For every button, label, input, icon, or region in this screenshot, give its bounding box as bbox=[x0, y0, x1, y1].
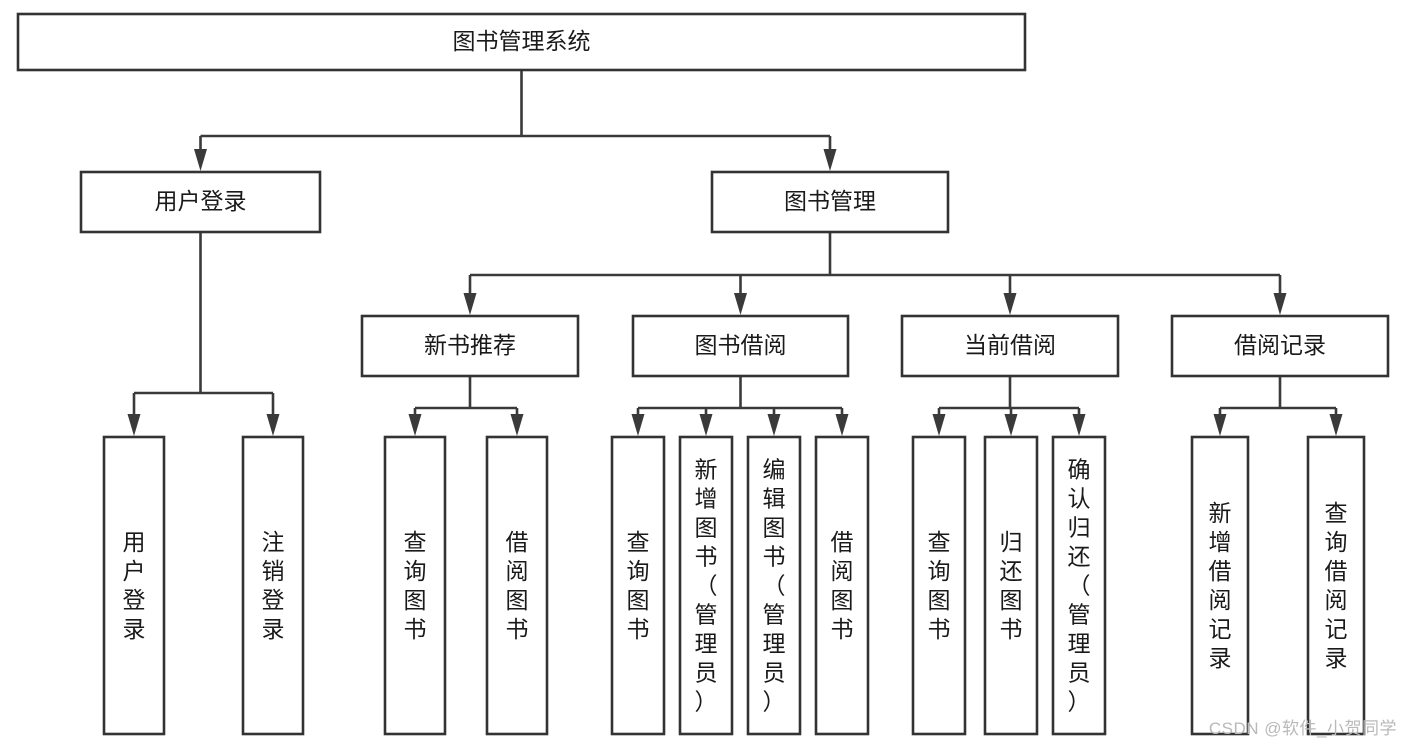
node-leaf-leaf-borrow-query-book[interactable]: 查询图书 bbox=[610, 435, 666, 736]
node-level2-new-book-recommend[interactable]: 新书推荐 bbox=[360, 314, 580, 378]
book-borrow-to-leaves-arrow-2 bbox=[767, 414, 781, 436]
node-leaf-leaf-logout-box bbox=[241, 435, 305, 736]
node-leaf-leaf-current-confirm-return[interactable]: 确认归还（管理员） bbox=[1051, 435, 1107, 736]
level1-to-level2-arrow-2 bbox=[1003, 293, 1017, 315]
node-leaf-leaf-current-query-book-label: 查询图书 bbox=[928, 529, 951, 642]
node-leaf-leaf-borrow-borrow-book-box bbox=[814, 435, 870, 736]
node-level2-borrow-record-label: 借阅记录 bbox=[1234, 332, 1326, 358]
node-leaf-leaf-recommend-query-book[interactable]: 查询图书 bbox=[383, 435, 447, 736]
node-leaf-leaf-record-query-label: 查询借阅记录 bbox=[1325, 500, 1348, 671]
current-borrow-to-leaves-arrow-2 bbox=[1072, 414, 1086, 436]
node-leaf-leaf-current-query-book[interactable]: 查询图书 bbox=[911, 435, 967, 736]
node-level2-borrow-record-box bbox=[1170, 314, 1390, 378]
node-level1-user-login-box bbox=[79, 170, 322, 234]
node-level2-book-borrow-label: 图书借阅 bbox=[695, 332, 787, 358]
node-leaf-leaf-current-return-book[interactable]: 归还图书 bbox=[983, 435, 1039, 736]
node-leaf-leaf-borrow-query-book-box bbox=[610, 435, 666, 736]
node-leaf-leaf-record-query[interactable]: 查询借阅记录 bbox=[1306, 435, 1366, 736]
node-root-label: 图书管理系统 bbox=[453, 28, 591, 54]
node-leaf-leaf-borrow-add-book-box bbox=[678, 435, 734, 736]
book-borrow-to-leaves-arrow-0 bbox=[631, 414, 645, 436]
node-leaf-leaf-record-add-label: 新增借阅记录 bbox=[1209, 500, 1232, 671]
node-level1-book-management-label: 图书管理 bbox=[784, 188, 876, 214]
node-root-box bbox=[16, 12, 1027, 72]
node-level1-book-management-box bbox=[710, 170, 950, 234]
node-level2-book-borrow-box bbox=[631, 314, 850, 378]
node-leaf-leaf-current-confirm-return-box bbox=[1051, 435, 1107, 736]
node-leaf-leaf-current-return-book-box bbox=[983, 435, 1039, 736]
node-leaf-leaf-borrow-borrow-book[interactable]: 借阅图书 bbox=[814, 435, 870, 736]
node-leaf-leaf-record-add[interactable]: 新增借阅记录 bbox=[1190, 435, 1250, 736]
node-leaf-leaf-recommend-query-book-box bbox=[383, 435, 447, 736]
node-leaf-leaf-current-return-book-label: 归还图书 bbox=[1000, 529, 1023, 642]
node-level2-new-book-recommend-label: 新书推荐 bbox=[424, 332, 516, 358]
node-leaf-leaf-current-query-book-box bbox=[911, 435, 967, 736]
node-leaf-leaf-borrow-edit-book-box bbox=[746, 435, 802, 736]
node-level1-book-management[interactable]: 图书管理 bbox=[710, 170, 950, 234]
node-leaf-leaf-user-login[interactable]: 用户登录 bbox=[102, 435, 166, 736]
node-leaf-leaf-borrow-add-book-label: 新增图书（管理员） bbox=[695, 457, 718, 715]
node-level1-user-login[interactable]: 用户登录 bbox=[79, 170, 322, 234]
level1-to-level2-arrow-3 bbox=[1273, 293, 1287, 315]
node-level2-borrow-record[interactable]: 借阅记录 bbox=[1170, 314, 1390, 378]
node-leaf-leaf-borrow-borrow-book-label: 借阅图书 bbox=[831, 529, 854, 642]
current-borrow-to-leaves-arrow-1 bbox=[1004, 414, 1018, 436]
node-level2-book-borrow[interactable]: 图书借阅 bbox=[631, 314, 850, 378]
node-leaf-leaf-recommend-query-book-label: 查询图书 bbox=[404, 529, 427, 642]
node-leaf-leaf-logout-label: 注销登录 bbox=[262, 529, 285, 642]
node-leaf-leaf-record-query-box bbox=[1306, 435, 1366, 736]
root-to-level1-arrow-0 bbox=[194, 149, 207, 171]
user-login-to-leaves-arrow-1 bbox=[266, 414, 280, 436]
current-borrow-to-leaves-arrow-0 bbox=[932, 414, 946, 436]
node-level2-current-borrow-label: 当前借阅 bbox=[964, 332, 1056, 358]
root-to-level1-arrow-1 bbox=[823, 149, 837, 171]
node-leaf-leaf-current-confirm-return-label: 确认归还（管理员） bbox=[1068, 457, 1091, 715]
nodes-layer: 图书管理系统用户登录图书管理新书推荐图书借阅当前借阅借阅记录用户登录注销登录查询… bbox=[16, 12, 1390, 736]
node-level2-current-borrow-box bbox=[900, 314, 1120, 378]
node-leaf-leaf-borrow-add-book[interactable]: 新增图书（管理员） bbox=[678, 435, 734, 736]
node-leaf-leaf-logout[interactable]: 注销登录 bbox=[241, 435, 305, 736]
node-leaf-leaf-user-login-label: 用户登录 bbox=[123, 529, 146, 642]
level1-to-level2-arrow-1 bbox=[734, 293, 747, 315]
borrow-record-to-leaves-arrow-1 bbox=[1329, 414, 1343, 436]
node-leaf-leaf-borrow-query-book-label: 查询图书 bbox=[627, 529, 650, 642]
node-leaf-leaf-recommend-borrow-book-box bbox=[485, 435, 549, 736]
user-login-to-leaves-arrow-0 bbox=[127, 414, 141, 436]
node-level1-user-login-label: 用户登录 bbox=[155, 188, 247, 214]
node-level2-new-book-recommend-box bbox=[360, 314, 580, 378]
node-root[interactable]: 图书管理系统 bbox=[16, 12, 1027, 72]
level1-to-level2-arrow-0 bbox=[463, 293, 477, 315]
borrow-record-to-leaves-arrow-0 bbox=[1213, 414, 1227, 436]
book-borrow-to-leaves-arrow-1 bbox=[699, 414, 713, 436]
node-leaf-leaf-recommend-borrow-book-label: 借阅图书 bbox=[506, 529, 529, 642]
new-book-recommend-to-leaves-arrow-0 bbox=[408, 414, 422, 436]
node-leaf-leaf-borrow-edit-book[interactable]: 编辑图书（管理员） bbox=[746, 435, 802, 736]
watermark-label: CSDN @软件_小贺同学 bbox=[1208, 719, 1397, 738]
book-borrow-to-leaves-arrow-3 bbox=[835, 414, 849, 436]
new-book-recommend-to-leaves-arrow-1 bbox=[510, 414, 524, 436]
node-leaf-leaf-borrow-edit-book-label: 编辑图书（管理员） bbox=[763, 457, 786, 715]
node-leaf-leaf-record-add-box bbox=[1190, 435, 1250, 736]
node-level2-current-borrow[interactable]: 当前借阅 bbox=[900, 314, 1120, 378]
node-leaf-leaf-user-login-box bbox=[102, 435, 166, 736]
connectors-layer bbox=[127, 70, 1343, 436]
node-leaf-leaf-recommend-borrow-book[interactable]: 借阅图书 bbox=[485, 435, 549, 736]
